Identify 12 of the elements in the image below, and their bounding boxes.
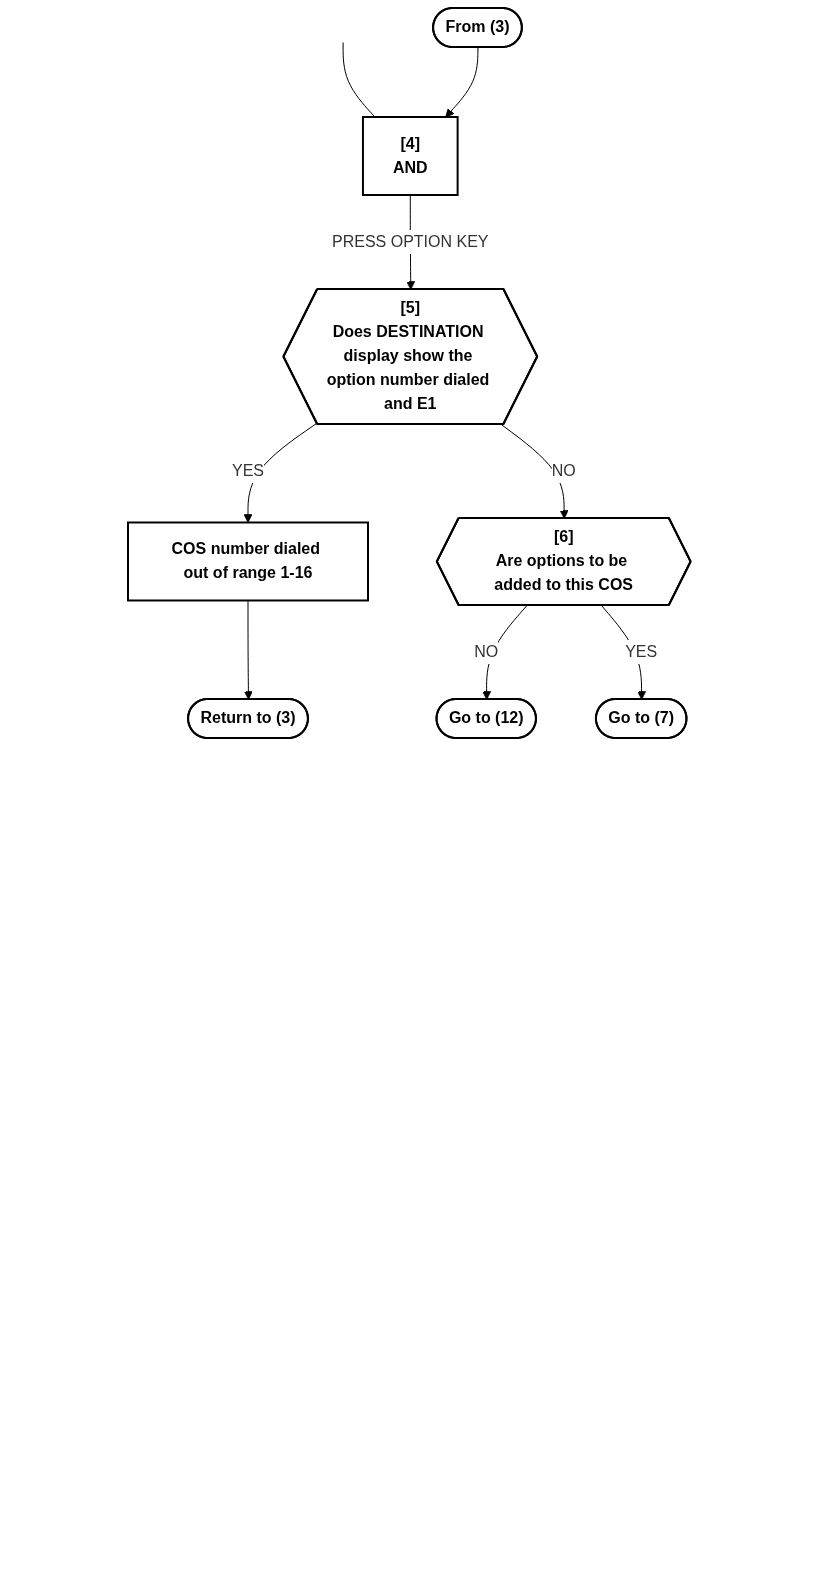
node-box: COS number dialed out of range 1-16 (127, 521, 370, 602)
arrow (244, 600, 253, 700)
connector (342, 42, 376, 118)
arrow (482, 605, 528, 700)
edge-label: PRESS OPTION KEY (332, 233, 489, 250)
edge-label: NO (551, 461, 576, 479)
edge-label: YES (625, 642, 658, 660)
arrow (445, 47, 479, 118)
edge-label: NO (474, 642, 499, 660)
node-box: [4] AND (362, 116, 459, 196)
edge-label: YES (232, 461, 265, 479)
arrow (500, 424, 569, 519)
